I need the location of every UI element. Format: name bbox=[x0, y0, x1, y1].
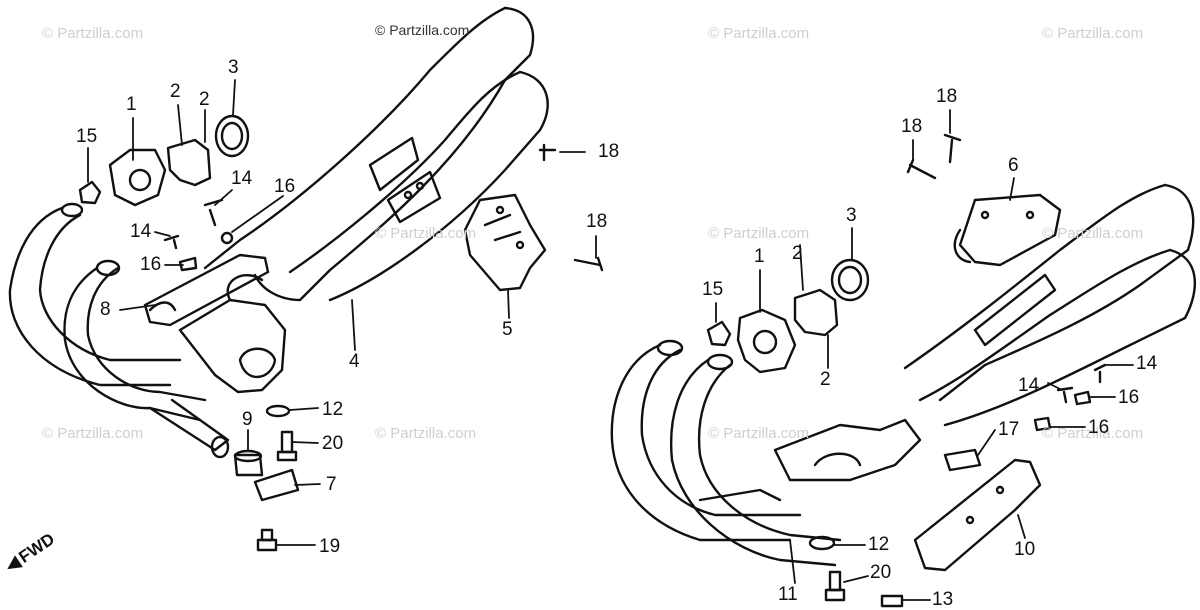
callout-label: 16 bbox=[140, 254, 162, 275]
callout-label: 16 bbox=[1088, 417, 1110, 438]
watermark-faint: © Partzilla.com bbox=[1042, 25, 1144, 42]
callout-label: 17 bbox=[998, 419, 1020, 440]
watermark-faint: © Partzilla.com bbox=[375, 225, 477, 242]
callout-label: 12 bbox=[868, 534, 890, 555]
callout-label: 6 bbox=[1008, 155, 1019, 176]
callout-label: 1 bbox=[754, 246, 765, 267]
callout-label: 15 bbox=[76, 126, 98, 147]
callout-label: 14 bbox=[231, 168, 253, 189]
callout-label: 2 bbox=[199, 89, 210, 110]
callout-label: 14 bbox=[130, 221, 152, 242]
callout-label: 14 bbox=[1136, 353, 1158, 374]
callout-label: 18 bbox=[598, 141, 620, 162]
left-muffler-assembly bbox=[8, 6, 604, 552]
leader-lines bbox=[87, 79, 1134, 601]
callout-label: 18 bbox=[586, 211, 608, 232]
callout-label: 3 bbox=[846, 205, 857, 226]
callout-label: 2 bbox=[820, 369, 831, 390]
callout-label: 1 bbox=[126, 94, 137, 115]
callout-label: 16 bbox=[274, 176, 296, 197]
right-muffler-assembly bbox=[610, 133, 1197, 608]
watermark-faint: © Partzilla.com bbox=[708, 25, 810, 42]
callout-label: 12 bbox=[322, 399, 344, 420]
watermark-faint: © Partzilla.com bbox=[42, 25, 144, 42]
callout-label: 18 bbox=[936, 86, 958, 107]
callout-label: 20 bbox=[870, 562, 892, 583]
watermark-faint: © Partzilla.com bbox=[375, 425, 477, 442]
callout-label: 9 bbox=[242, 409, 253, 430]
callout-label: 20 bbox=[322, 433, 344, 454]
callout-label: 14 bbox=[1018, 375, 1040, 396]
watermark-faint: © Partzilla.com bbox=[1042, 225, 1144, 242]
watermark-faint: © Partzilla.com bbox=[1042, 425, 1144, 442]
callout-label: 8 bbox=[100, 299, 111, 320]
callout-label: 11 bbox=[778, 584, 798, 605]
callout-label: 7 bbox=[326, 474, 337, 495]
watermark-top: © Partzilla.com bbox=[375, 22, 470, 38]
callout-label: 13 bbox=[932, 589, 954, 610]
callout-label: 3 bbox=[228, 57, 239, 78]
watermark-faint: © Partzilla.com bbox=[42, 425, 144, 442]
watermark-faint: © Partzilla.com bbox=[708, 425, 810, 442]
callout-label: 2 bbox=[170, 81, 181, 102]
callout-label: 19 bbox=[319, 536, 341, 557]
watermark-faint: © Partzilla.com bbox=[708, 225, 810, 242]
callout-label: 18 bbox=[901, 116, 923, 137]
callout-label: 5 bbox=[502, 319, 513, 340]
callout-label: 10 bbox=[1014, 539, 1036, 560]
callout-label: 16 bbox=[1118, 387, 1140, 408]
callout-label: 2 bbox=[792, 243, 803, 264]
callout-label: 15 bbox=[702, 279, 724, 300]
callout-label: 4 bbox=[349, 351, 360, 372]
